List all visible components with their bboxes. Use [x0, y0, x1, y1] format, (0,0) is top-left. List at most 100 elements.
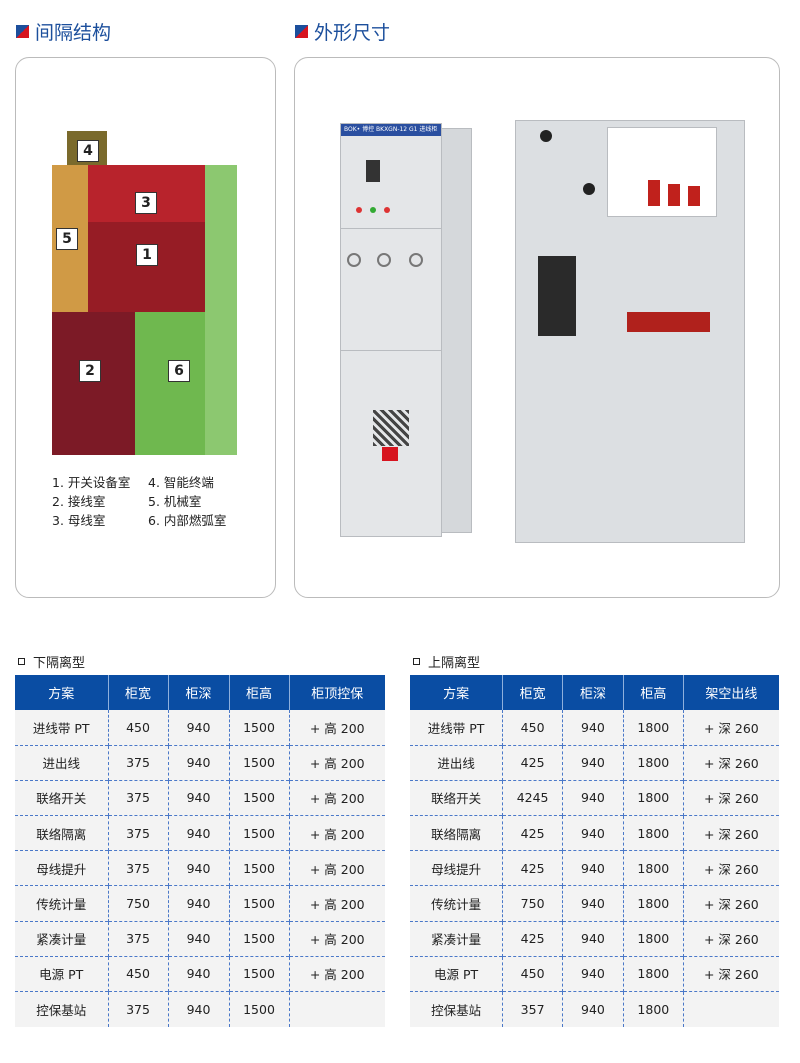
table-cell: 940 — [562, 955, 624, 992]
table-cell: 联络开关 — [15, 779, 108, 816]
table-cell: 450 — [107, 955, 168, 992]
column-header: 柜深 — [562, 675, 624, 710]
table-cell: 1800 — [622, 779, 684, 816]
header-row: 方案柜宽柜深柜高柜顶控保 — [15, 675, 385, 710]
table-cell: 母线提升 — [15, 850, 108, 886]
upper-table-title: 上隔离型 — [413, 652, 480, 671]
table-cell: 1500 — [228, 920, 289, 957]
label-5: 5 — [56, 228, 78, 250]
table-cell: 940 — [562, 815, 624, 851]
table-cell: 电源 PT — [410, 955, 503, 992]
legend-item: 4. 智能终端 — [148, 475, 214, 490]
table-cell: 375 — [107, 744, 168, 781]
table-cell: 940 — [167, 990, 229, 1027]
compartment-2 — [52, 312, 135, 455]
label-3: 3 — [135, 192, 157, 214]
table-cell: 1800 — [622, 744, 684, 781]
legend-item: 1. 开关设备室 — [52, 475, 131, 490]
column-header: 柜高 — [622, 675, 684, 710]
table-cell: 1800 — [622, 920, 684, 957]
table-cell: 1800 — [622, 885, 684, 922]
side-strip — [205, 165, 237, 455]
table-cell: + 高 200 — [288, 710, 385, 746]
label-1: 1 — [136, 244, 158, 266]
table-cell: 1500 — [228, 710, 289, 746]
table-cell: 1500 — [228, 885, 289, 922]
table-title-text: 下隔离型 — [33, 656, 86, 671]
table-cell: 425 — [502, 920, 563, 957]
table-cell: 传统计量 — [15, 885, 108, 922]
table-cell: 控保基站 — [15, 990, 108, 1027]
table-cell: 940 — [562, 710, 624, 746]
table-cell: + 高 200 — [288, 920, 385, 957]
table-cell: 940 — [167, 955, 229, 992]
table-cell: 1500 — [228, 779, 289, 816]
table-cell: 传统计量 — [410, 885, 503, 922]
table-cell: 4245 — [502, 779, 563, 816]
section-title-text: 外形尺寸 — [314, 22, 391, 44]
table-cell: 进线带 PT — [15, 710, 108, 746]
table-cell: + 深 260 — [682, 955, 779, 992]
table-cell: 425 — [502, 850, 563, 886]
table-cell: 1500 — [228, 850, 289, 886]
table-cell — [288, 990, 385, 1027]
table-cell: 940 — [167, 920, 229, 957]
table-cell: + 深 260 — [682, 710, 779, 746]
table-cell: 1500 — [228, 815, 289, 851]
table-cell: 450 — [502, 955, 563, 992]
table-cell: 940 — [562, 779, 624, 816]
section-title-structure: 间隔结构 — [16, 18, 111, 45]
table-cell: 940 — [562, 850, 624, 886]
column-header: 方案 — [15, 675, 108, 710]
table-cell: + 深 260 — [682, 744, 779, 781]
table-cell: 1500 — [228, 990, 289, 1027]
table-cell: 940 — [562, 920, 624, 957]
table-cell: + 深 260 — [682, 779, 779, 816]
legend-item: 2. 接线室 — [52, 494, 106, 509]
table-cell: 紧凑计量 — [410, 920, 503, 957]
table-cell: 联络开关 — [410, 779, 503, 816]
column-header: 架空出线 — [682, 675, 779, 710]
table-cell: 940 — [167, 815, 229, 851]
table-cell: 进线带 PT — [410, 710, 503, 746]
table-cell — [682, 990, 779, 1027]
table-cell: 375 — [107, 815, 168, 851]
table-cell: 电源 PT — [15, 955, 108, 992]
table-cell: 375 — [107, 850, 168, 886]
table-cell: 1800 — [622, 710, 684, 746]
table-cell: 进出线 — [410, 744, 503, 781]
table-cell: 425 — [502, 815, 563, 851]
table-cell: + 高 200 — [288, 885, 385, 922]
column-header: 方案 — [410, 675, 503, 710]
table-cell: 1800 — [622, 990, 684, 1027]
table-cell: 940 — [167, 850, 229, 886]
compartment-6 — [135, 312, 205, 455]
column-header: 柜高 — [228, 675, 289, 710]
table-cell: 1500 — [228, 955, 289, 992]
column-header: 柜顶控保 — [288, 675, 385, 710]
table-cell: 450 — [107, 710, 168, 746]
table-cell: 940 — [562, 885, 624, 922]
legend-item: 5. 机械室 — [148, 494, 202, 509]
flag-icon — [295, 25, 308, 38]
table-cell: 750 — [107, 885, 168, 922]
table-cell: 940 — [167, 710, 229, 746]
label-4: 4 — [77, 140, 99, 162]
column-header: 柜宽 — [107, 675, 168, 710]
table-cell: 375 — [107, 990, 168, 1027]
table-cell: 940 — [167, 779, 229, 816]
